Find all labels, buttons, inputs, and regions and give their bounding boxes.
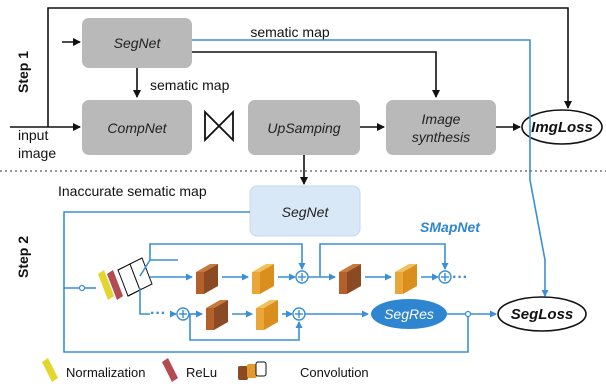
conv-block-l1 (206, 300, 228, 330)
segloss-ellipse (497, 296, 587, 332)
add-icon-l1 (176, 307, 190, 321)
add-icon-u2 (438, 270, 452, 284)
lower-continuation-dots: ··· (150, 305, 166, 322)
add-icon-l2 (292, 307, 306, 321)
image-synthesis-label-line1: Image (422, 111, 461, 127)
legend-relu-label: ReLu (186, 365, 217, 380)
legend-convolution-label: Convolution (300, 365, 369, 380)
upsampling-box (248, 100, 360, 155)
segloss-label: SegLoss (511, 306, 574, 323)
segnet-to-synthesis-arrow (192, 51, 440, 98)
bowtie-icon (204, 109, 234, 143)
semantic-map-top-label: sematic map (250, 24, 330, 40)
junction-dot-2 (464, 310, 472, 318)
input-label-line1: input (18, 127, 48, 143)
lower-skip (189, 314, 303, 341)
network-bottom-line (63, 288, 469, 353)
compnet-label: CompNet (107, 120, 167, 136)
add-icon-u1 (295, 270, 309, 284)
normalization-icon (98, 270, 114, 300)
conv-block-u3 (339, 264, 361, 294)
image-synthesis-label-line2: synthesis (412, 129, 470, 145)
segnet2-label: SegNet (282, 204, 330, 220)
legend-normalization-label: Normalization (66, 365, 145, 380)
top-loop-arrow (47, 7, 572, 127)
upsampling-label: UpSamping (267, 120, 340, 136)
segnet-box (82, 18, 192, 68)
compnet-box (82, 100, 192, 155)
conv-block-u1 (196, 264, 218, 294)
legend-relu-icon (162, 358, 178, 382)
smapnet-label: SMapNet (420, 219, 481, 235)
segres-ellipse (371, 299, 447, 329)
step2-label: Step 2 (15, 236, 31, 278)
legend-convolution-icon (238, 361, 267, 380)
input-label-line2: image (18, 145, 56, 161)
lower-branch-line (139, 288, 150, 315)
imgloss-ellipse (521, 109, 603, 145)
segnet-label: SegNet (114, 35, 162, 51)
conv-block-l2 (256, 300, 278, 330)
conv-block-u4 (395, 264, 417, 294)
segres-label: SegRes (384, 306, 434, 322)
upper-skip-1 (149, 243, 306, 270)
segnet2-output-line (63, 211, 250, 289)
relu-icon (107, 270, 123, 300)
image-synthesis-box (386, 100, 496, 155)
conv-block-u2 (252, 264, 274, 294)
junction-dot (78, 284, 86, 292)
upper-skip-2 (319, 243, 449, 277)
legend-normalization-icon (42, 358, 58, 382)
semantic-map-to-segloss-line (192, 39, 549, 297)
step1-label: Step 1 (15, 51, 31, 93)
segnet2-box (249, 185, 361, 237)
semantic-map-mid-label: sematic map (150, 77, 230, 93)
upper-continuation-dots: ··· (452, 269, 468, 286)
imgloss-label: ImgLoss (531, 119, 593, 136)
inaccurate-semantic-map-label: Inaccurate sematic map (58, 183, 207, 199)
